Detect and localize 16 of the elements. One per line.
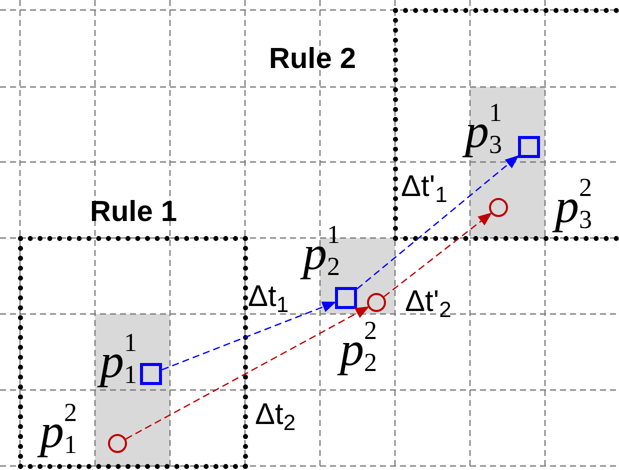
square-marker xyxy=(518,136,540,158)
arrow xyxy=(162,302,336,370)
arrow xyxy=(356,155,520,290)
square-marker xyxy=(140,363,162,385)
region-title: Rule 1 xyxy=(90,196,178,229)
arrow xyxy=(384,212,492,298)
time-interval-label: Δt$_{1}$ xyxy=(248,282,289,316)
time-interval-label: Δt$_{2}$ xyxy=(255,400,296,434)
region-title: Rule 2 xyxy=(269,43,356,76)
circle-marker xyxy=(108,434,127,453)
circle-marker xyxy=(489,198,508,217)
square-marker xyxy=(335,287,357,309)
time-interval-label: Δt'$_{2}$ xyxy=(405,287,452,321)
circle-marker xyxy=(367,293,386,312)
time-interval-label: Δt'$_{1}$ xyxy=(401,172,448,206)
arrow xyxy=(126,306,370,440)
